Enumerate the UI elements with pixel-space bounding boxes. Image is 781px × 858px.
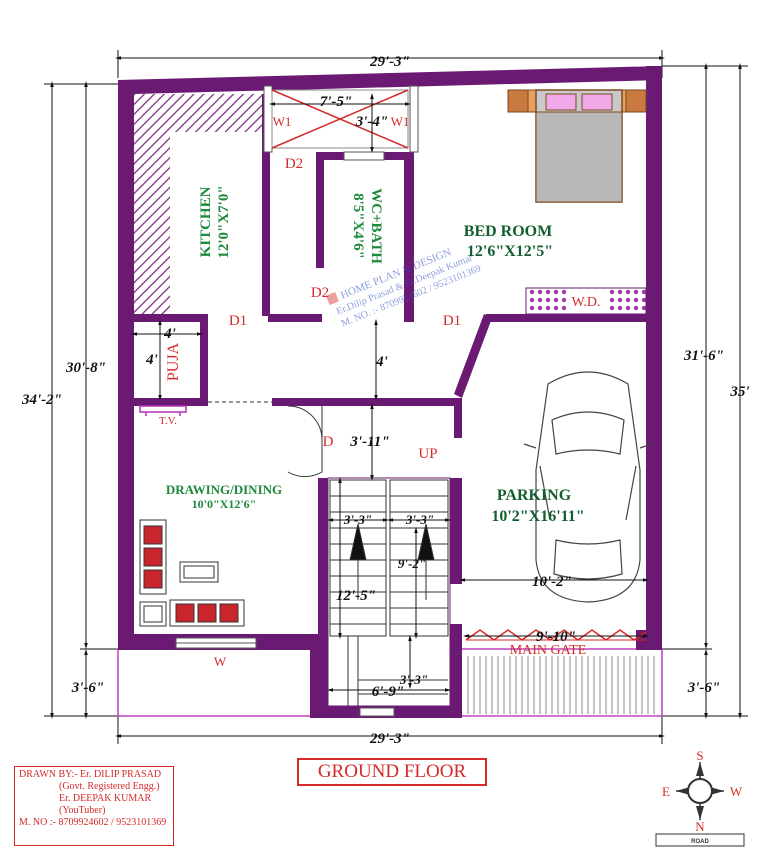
d2-bottom-label: D2 (311, 285, 329, 301)
credits-box: DRAWN BY:- Er. DILIP PRASAD (Govt. Regis… (14, 766, 174, 846)
dim-top-opening-inner: 3'-4" (355, 114, 389, 130)
tv-label: T.V. (159, 415, 177, 427)
w1-right-label: W1 (391, 114, 410, 129)
dim-stair-total: 6'-9" (372, 684, 405, 700)
dim-left-inner: 30'-8" (65, 360, 106, 376)
road-label: ROAD (691, 839, 709, 845)
compass-west: W (730, 784, 743, 799)
wc-size: 8'5"X4'6" (350, 193, 366, 259)
dim-stair-left-width: 3'-3" (343, 512, 372, 527)
dim-bottom-width: 29'-3" (369, 731, 410, 747)
tv-unit: T.V. (139, 405, 187, 427)
credit-drawn-by: DRAWN BY:- Er. DILIP PRASAD (19, 769, 162, 780)
compass-north: N (695, 819, 705, 834)
wc-label-group: WC+BATH 8'5"X4'6" (350, 188, 384, 264)
compass-east: E (662, 784, 670, 799)
wardrobe-label: W.D. (571, 295, 600, 310)
puja-label-group: PUJA (165, 342, 182, 381)
d1-left-label: D1 (229, 313, 247, 329)
puja-name: PUJA (165, 342, 182, 381)
dim-top-opening: 7'-5" (320, 94, 353, 110)
dim-passage-door: 3'-11" (349, 434, 389, 450)
dim-parking-width: 10'-2" (532, 574, 572, 590)
dim-gate-width: 9'-10" (536, 629, 576, 645)
window-w-label: W (214, 654, 227, 669)
credit-second-author: Er. DEEPAK KUMAR (59, 793, 152, 804)
kitchen-counter-side (134, 94, 170, 314)
wc-name: WC+BATH (368, 188, 384, 264)
door-d-label: D (323, 434, 334, 450)
d1-right-label: D1 (443, 313, 461, 329)
dim-right-inner: 31'-6" (683, 348, 724, 364)
bed-furniture (507, 89, 647, 203)
bedroom-name: BED ROOM (464, 223, 552, 240)
dim-stair-run: 9'-2" (398, 556, 426, 571)
stair-up-label: UP (418, 446, 437, 462)
dim-right-outer: 35' (729, 384, 749, 400)
dim-stair-landing: 3'-3" (399, 672, 428, 687)
kitchen-name: KITCHEN (198, 186, 214, 257)
bedroom-size: 12'6"X12'5" (467, 243, 553, 260)
credit-second-note: (YouTuber) (59, 805, 106, 816)
w1-left-label: W1 (273, 114, 292, 129)
dim-puja-depth: 4' (145, 352, 158, 368)
internal-dimension-arrows (131, 319, 649, 692)
credit-drawn-by-note: (Govt. Registered Engg.) (59, 781, 160, 792)
dim-left-outer: 34'-2" (21, 392, 62, 408)
dim-stair-right-width: 3'-3" (405, 512, 434, 527)
drawing-size: 10'0"X12'6" (192, 497, 257, 511)
dim-stair-length: 12'-5" (336, 588, 376, 604)
door-swings (208, 401, 323, 478)
dim-top-width: 29'-3" (369, 54, 410, 70)
d2-top-label: D2 (285, 156, 303, 172)
parking-size: 10'2"X16'11" (491, 508, 584, 525)
wardrobe: W.D. (525, 287, 647, 315)
dimension-lines (44, 50, 748, 744)
kitchen-size: 12'0"X7'0" (216, 185, 232, 258)
dim-puja-width: 4' (163, 326, 176, 342)
car-drawing (523, 371, 653, 603)
sofa-set (139, 519, 245, 627)
page-title: GROUND FLOOR (297, 758, 487, 786)
main-gate-label: MAIN GATE (510, 643, 587, 658)
compass: S N E W ROAD (655, 748, 745, 847)
dim-right-setback: 3'-6" (687, 680, 721, 696)
drawing-name: DRAWING/DINING (166, 482, 282, 497)
dim-left-setback: 3'-6" (71, 680, 105, 696)
kitchen-label-group: KITCHEN 12'0"X7'0" (198, 185, 232, 258)
dim-passage: 4' (375, 354, 388, 370)
credit-mobile: M. NO :- 8709924602 / 9523101369 (19, 817, 167, 828)
open-to-sky (269, 89, 411, 153)
staircase (329, 479, 449, 706)
parking-name: PARKING (497, 487, 572, 504)
compass-south: S (696, 748, 703, 763)
